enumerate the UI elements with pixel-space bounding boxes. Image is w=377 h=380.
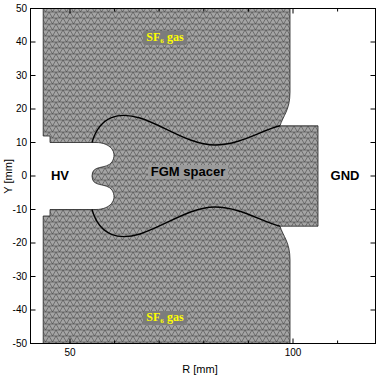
tick-label: 100 [285,347,302,359]
tick-label: 50 [16,3,27,15]
axis-ticks [31,9,376,344]
spacer-boundary [92,207,280,237]
region-label: SF₆ gas [143,31,186,45]
tick-label: 50 [64,347,75,359]
axis-title: R [mm] [182,363,217,376]
tick-label: 10 [16,137,27,149]
tick-label: 0 [21,170,27,182]
electrode-label: HV [51,169,69,184]
axis-title: Y [mm] [2,159,15,194]
spacer-label: FGM spacer [148,165,228,180]
tick-label: -30 [13,271,27,283]
tick-label: -20 [13,237,27,249]
tick-label: 20 [16,103,27,115]
tick-label: -40 [13,304,27,316]
tick-label: 40 [16,36,27,48]
electrode-label: GND [331,169,360,184]
plot-frame [31,9,376,344]
mesh-region [43,9,318,344]
spacer-boundary [92,115,280,145]
tick-label: -50 [13,338,27,350]
tick-label: -10 [13,204,27,216]
region-label: SF₆ gas [143,311,186,325]
tick-label: 30 [16,70,27,82]
